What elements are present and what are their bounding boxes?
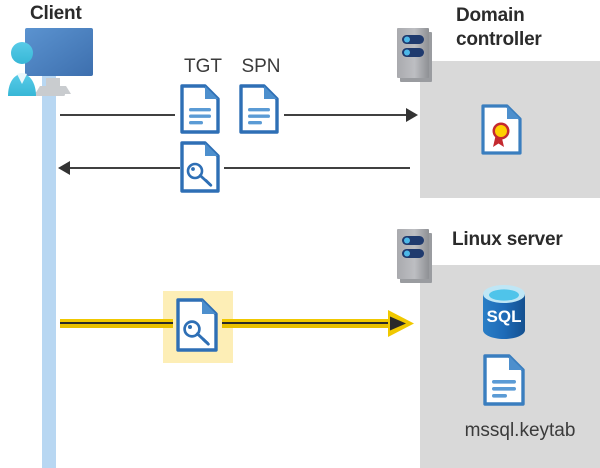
- flow-arrowhead-to-client: [58, 161, 70, 175]
- tgt-document-icon: [180, 84, 220, 134]
- keytab-label: mssql.keytab: [464, 420, 576, 441]
- kerberos-flow-line-left: [60, 319, 173, 328]
- sql-database-text: SQL: [487, 307, 522, 326]
- client-lifeline: [42, 72, 56, 468]
- kerberos-flow-arrowhead: [388, 309, 418, 339]
- flow-line-request-right: [284, 114, 406, 116]
- domain-controller-title-line2: controller: [456, 29, 542, 50]
- kerberos-flow-line-right: [222, 319, 392, 328]
- certificate-document-icon: [481, 104, 522, 155]
- domain-controller-server-icon: [396, 27, 436, 85]
- linux-server-server-icon: [396, 228, 436, 286]
- domain-controller-title-line1: Domain: [456, 5, 525, 26]
- ticket-key-document-icon: [180, 141, 220, 193]
- flow-line-request-left: [60, 114, 175, 116]
- linux-server-title: Linux server: [452, 229, 563, 250]
- spn-label: SPN: [241, 56, 281, 77]
- flow-line-response-left: [70, 167, 180, 169]
- flow-line-response-right: [224, 167, 410, 169]
- sql-database-icon: SQL: [478, 284, 530, 340]
- client-icon: [6, 26, 98, 98]
- keytab-document-icon: [483, 354, 525, 406]
- kerberos-key-document-icon: [176, 298, 218, 352]
- client-title: Client: [30, 3, 82, 24]
- spn-document-icon: [239, 84, 279, 134]
- flow-arrowhead-to-domain-controller: [406, 108, 418, 122]
- tgt-label: TGT: [184, 56, 222, 77]
